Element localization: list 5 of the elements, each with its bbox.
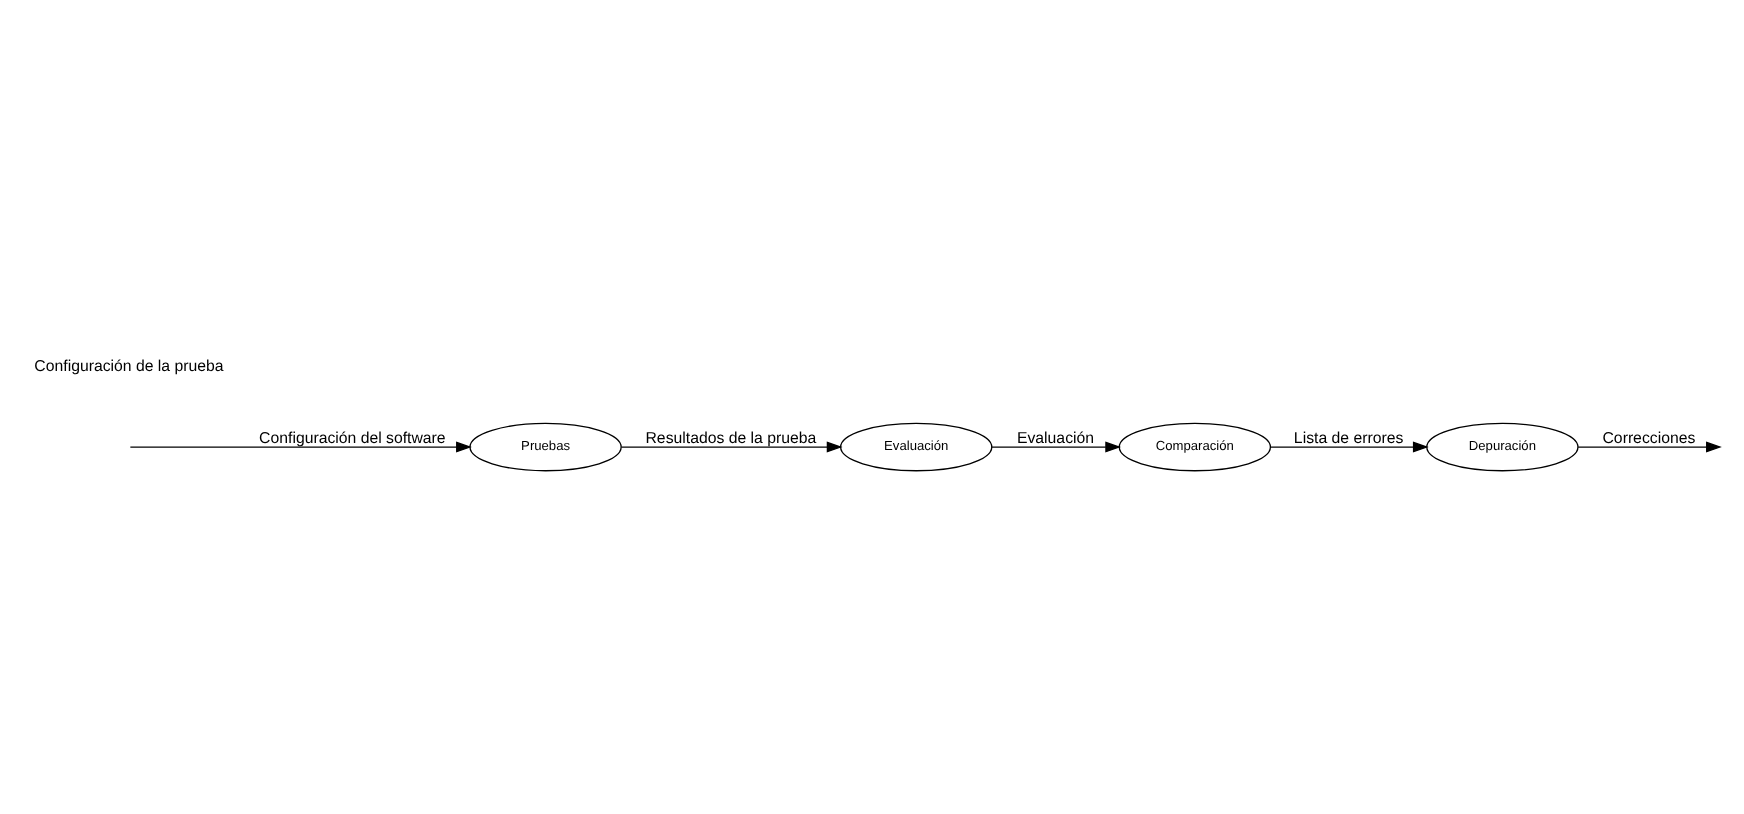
arrow xyxy=(991,441,1122,453)
arrow xyxy=(1577,441,1722,453)
arrow xyxy=(1270,441,1429,453)
arrow xyxy=(129,441,472,453)
arrow xyxy=(620,441,843,453)
